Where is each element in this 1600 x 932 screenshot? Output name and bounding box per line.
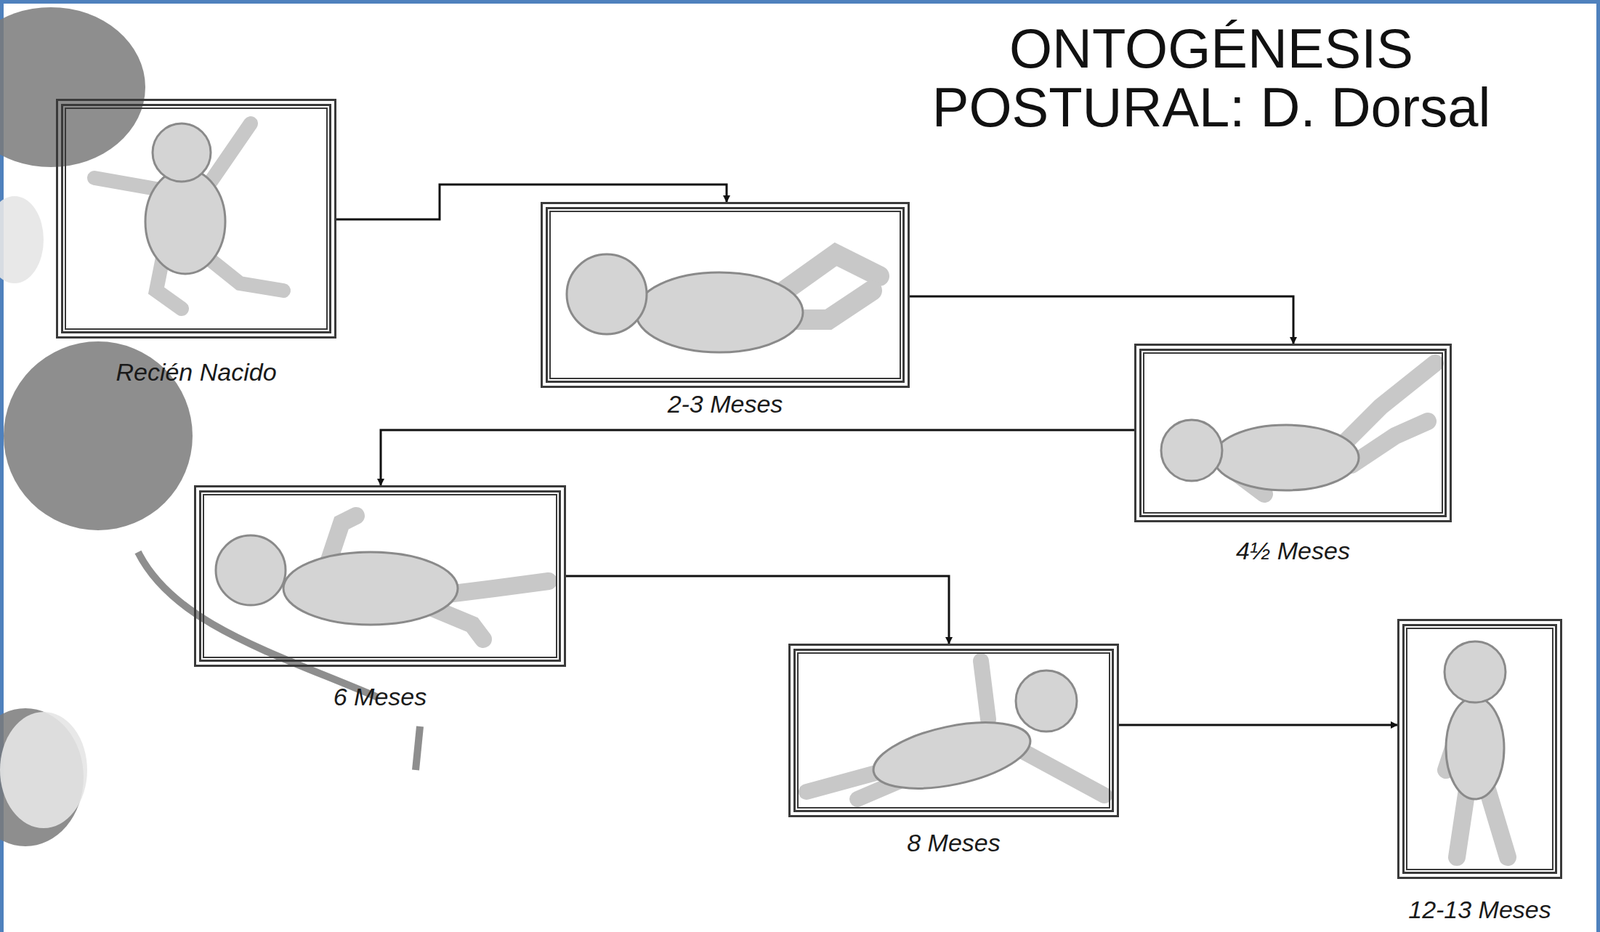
photo-frame [788, 643, 1119, 818]
photo-frame [1134, 343, 1452, 523]
age-caption: Recién Nacido [55, 357, 337, 387]
photo-frame [55, 98, 337, 339]
age-caption: 4½ Meses [1134, 536, 1452, 566]
age-caption: 8 Meses [788, 828, 1119, 858]
frame-inner-line [1142, 352, 1444, 514]
photo-frame [1397, 619, 1563, 880]
connector-line [380, 430, 1135, 486]
connector-line [909, 296, 1294, 344]
baby-figure [806, 661, 1105, 801]
photo-node: Recién Nacido [55, 98, 337, 387]
balloon-string [415, 726, 420, 771]
balloon [0, 196, 44, 284]
balloon [0, 7, 146, 168]
photo-node: 4½ Meses [1134, 343, 1452, 566]
photo-node: 6 Meses [194, 485, 567, 712]
frame-inner-line [549, 210, 901, 380]
baby-figure [1444, 641, 1508, 858]
photo-node: 12-13 Meses [1397, 619, 1563, 925]
frame-inner-line [64, 107, 328, 330]
photo-node: 2-3 Meses [540, 201, 910, 419]
baby-figure [215, 515, 549, 640]
connector-line [566, 576, 949, 644]
frame-inner-line [797, 652, 1111, 809]
baby-figure [566, 254, 880, 353]
connector-line [1118, 724, 1398, 727]
photo-frame [194, 485, 567, 668]
photo-node: 8 Meses [788, 643, 1119, 858]
baby-figure [94, 123, 284, 309]
age-caption: 12-13 Meses [1397, 895, 1563, 925]
diagram-title: ONTOGÉNESIS POSTURAL: D. Dorsal [847, 18, 1575, 137]
age-caption: 6 Meses [194, 682, 567, 712]
frame-inner-line [1405, 627, 1554, 871]
age-caption: 2-3 Meses [540, 389, 910, 419]
balloon [0, 712, 88, 829]
photo-frame [540, 201, 910, 389]
baby-figure [1161, 363, 1436, 495]
frame-inner-line [202, 494, 558, 659]
